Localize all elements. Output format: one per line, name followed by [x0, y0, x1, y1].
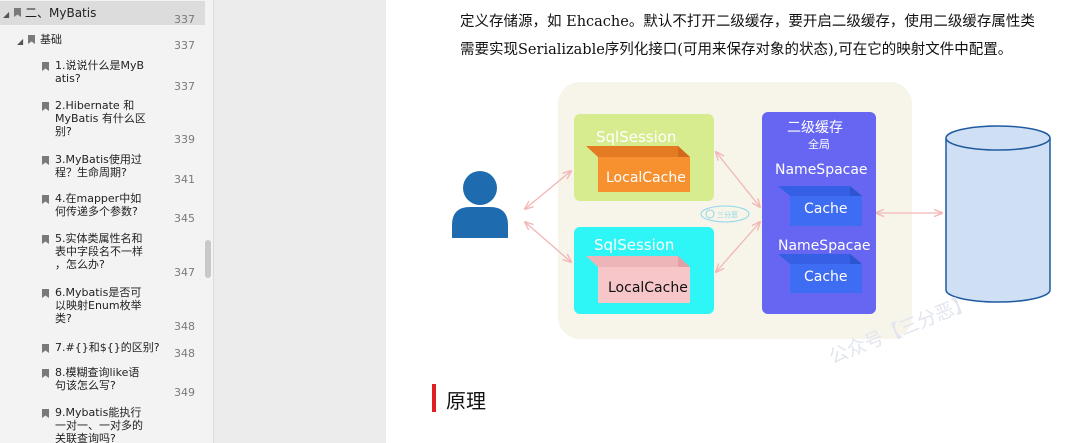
toc-item-q3[interactable]: 3.MyBatis使用过 程？生命周期? 341 [0, 151, 205, 187]
namespace-label-2: NameSpacae [778, 238, 871, 254]
localcache-label-1: LocalCache [606, 170, 686, 186]
bookmark-icon [42, 62, 49, 71]
bookmark-icon [42, 195, 49, 204]
database-icon [945, 125, 1051, 303]
localcache-label-2: LocalCache [608, 280, 688, 296]
cache-label-2: Cache [804, 269, 848, 285]
sqlsession-label-2: SqlSession [594, 236, 674, 254]
heading-accent-bar [432, 384, 436, 412]
bookmark-sidebar: ◢ 二、MyBatis 337 ◢ 基础 337 1.说说什么是MyB atis… [0, 0, 214, 443]
paragraph-line-2: 需要实现Serializable序列化接口(可用来保存对象的状态),可在它的映射… [460, 42, 1013, 58]
bookmark-icon [42, 289, 49, 298]
sqlsession-label-1: SqlSession [596, 128, 676, 146]
user-icon [452, 171, 508, 238]
bookmark-icon [42, 409, 49, 418]
toc-item-basics[interactable]: ◢ 基础 337 [17, 33, 195, 52]
bookmark-icon [42, 102, 49, 111]
toc-item-q7[interactable]: 7.#{}和${}的区别? 348 [0, 339, 205, 361]
sidebar-scrollbar-thumb[interactable] [205, 240, 211, 278]
toc-item-mybatis[interactable]: ◢ 二、MyBatis 337 [0, 1, 205, 26]
toc-item-q4[interactable]: 4.在mapper中如 何传递多个参数? 345 [0, 190, 205, 226]
sqlsession-box-1: SqlSession LocalCache [574, 114, 714, 201]
paragraph-line-1: 定义存储源，如 Ehcache。默认不打开二级缓存，要开启二级缓存，使用二级缓存… [460, 14, 1035, 30]
second-level-cache-box: 二级缓存 全局 NameSpacae Cache NameSpacae Cach… [762, 112, 876, 314]
bookmark-icon [42, 235, 49, 244]
bookmark-icon [42, 344, 49, 353]
namespace-label-1: NameSpacae [775, 162, 868, 178]
expand-triangle-icon[interactable]: ◢ [17, 37, 24, 46]
bookmark-icon [42, 369, 49, 378]
second-level-cache-title: 二级缓存 [787, 120, 843, 136]
cache-label-1: Cache [804, 201, 848, 217]
stamp-text: 三分恶 [717, 210, 738, 219]
second-level-cache-subtitle: 全局 [808, 137, 830, 151]
bookmark-icon [42, 156, 49, 165]
toc-item-q2[interactable]: 2.Hibernate 和 MyBatis 有什么区 别? 339 [0, 97, 205, 147]
cache-diagram: SqlSession LocalCache SqlSession LocalCa… [452, 82, 1051, 339]
expand-triangle-icon[interactable]: ◢ [3, 10, 10, 19]
toc-item-q1[interactable]: 1.说说什么是MyB atis? 337 [0, 57, 205, 93]
toc-item-q5[interactable]: 5.实体类属性名和 表中字段名不一样 ，怎么办? 347 [0, 230, 205, 280]
bookmark-icon [14, 8, 21, 17]
toc-item-q6[interactable]: 6.Mybatis是否可 以映射Enum枚举 类? 348 [0, 284, 205, 334]
bookmark-icon [28, 35, 35, 44]
toc-item-q8[interactable]: 8.模糊查询like语 句该怎么写? 349 [0, 364, 205, 400]
toc-item-q9[interactable]: 9.Mybatis能执行 一对一、一对多的 关联查询吗? [0, 404, 205, 443]
heading-text: 原理 [446, 389, 486, 413]
sqlsession-box-2: SqlSession LocalCache [574, 227, 714, 314]
flow-arrows [525, 152, 942, 272]
page-gutter [214, 0, 386, 443]
watermark-stamp-icon: 三分恶 [700, 205, 750, 223]
document-page: 定义存储源，如 Ehcache。默认不打开二级缓存，要开启二级缓存，使用二级缓存… [386, 0, 1080, 443]
